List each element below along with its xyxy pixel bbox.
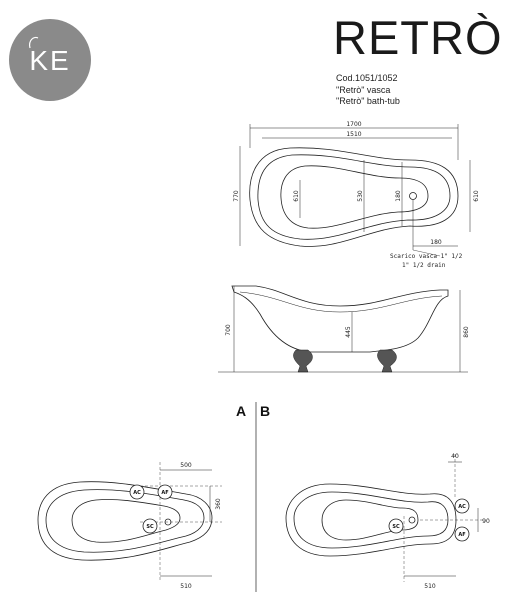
label-af-a: AF — [161, 490, 168, 496]
dim-right-width: 610 — [473, 190, 480, 202]
dim-b-bottom: 510 — [424, 583, 436, 590]
dim-center-1: 530 — [357, 190, 364, 202]
label-sc-a: SC — [146, 524, 154, 530]
product-code: Cod.1051/1052 — [336, 73, 398, 83]
tag-af-b — [454, 526, 470, 542]
dim-b-side: 90 — [482, 518, 490, 525]
product-name-it: "Retrò" vasca — [336, 85, 391, 95]
dim-overall-length: 1700 — [346, 121, 361, 128]
dim-left-inner: 610 — [293, 190, 300, 202]
tag-ac-b — [454, 498, 470, 514]
dim-b-top: 40 — [451, 453, 459, 460]
top-view — [239, 124, 471, 257]
tub-outline-side — [231, 285, 449, 353]
ke-logo: KE — [9, 19, 91, 101]
label-sc-b: SC — [392, 524, 400, 530]
section-b-label: B — [260, 403, 270, 419]
claw-foot-right — [377, 349, 397, 373]
config-a-view — [37, 462, 222, 582]
product-name-en: "Retrò" bath-tub — [336, 96, 400, 106]
product-title: RETRÒ — [333, 11, 503, 64]
tag-sc-b — [388, 518, 404, 534]
config-b-view — [285, 454, 486, 582]
side-view — [218, 285, 468, 373]
dim-a-side: 360 — [215, 498, 222, 510]
dim-a-top: 500 — [180, 462, 192, 469]
dim-a-bottom: 510 — [180, 583, 192, 590]
section-a-label: A — [236, 403, 246, 419]
dim-drain-offset: 180 — [430, 239, 442, 246]
dim-inner-depth: 445 — [345, 326, 352, 338]
drain-hole-b — [408, 516, 416, 524]
dim-overall-width: 770 — [233, 190, 240, 202]
dim-inner-length: 1510 — [346, 131, 361, 138]
dim-height-left: 700 — [225, 324, 232, 336]
drain-hole-a — [164, 518, 172, 526]
tag-af-a — [157, 484, 173, 500]
drain-note-en: 1" 1/2 drain — [402, 262, 446, 269]
tag-ac-a — [129, 484, 145, 500]
dim-height-right: 860 — [463, 326, 470, 338]
label-af-b: AF — [458, 532, 465, 538]
label-ac-b: AC — [458, 504, 466, 510]
claw-foot-left — [293, 349, 313, 373]
drain-hole-top — [409, 192, 417, 200]
tag-sc-a — [142, 518, 158, 534]
tub-outline-top — [249, 147, 459, 247]
label-ac-a: AC — [133, 490, 141, 496]
drain-note-it: Scarico vasca 1" 1/2 — [390, 253, 463, 260]
logo-text: KE — [29, 45, 70, 76]
dim-center-2: 180 — [395, 190, 402, 202]
logo-circle — [9, 19, 91, 101]
